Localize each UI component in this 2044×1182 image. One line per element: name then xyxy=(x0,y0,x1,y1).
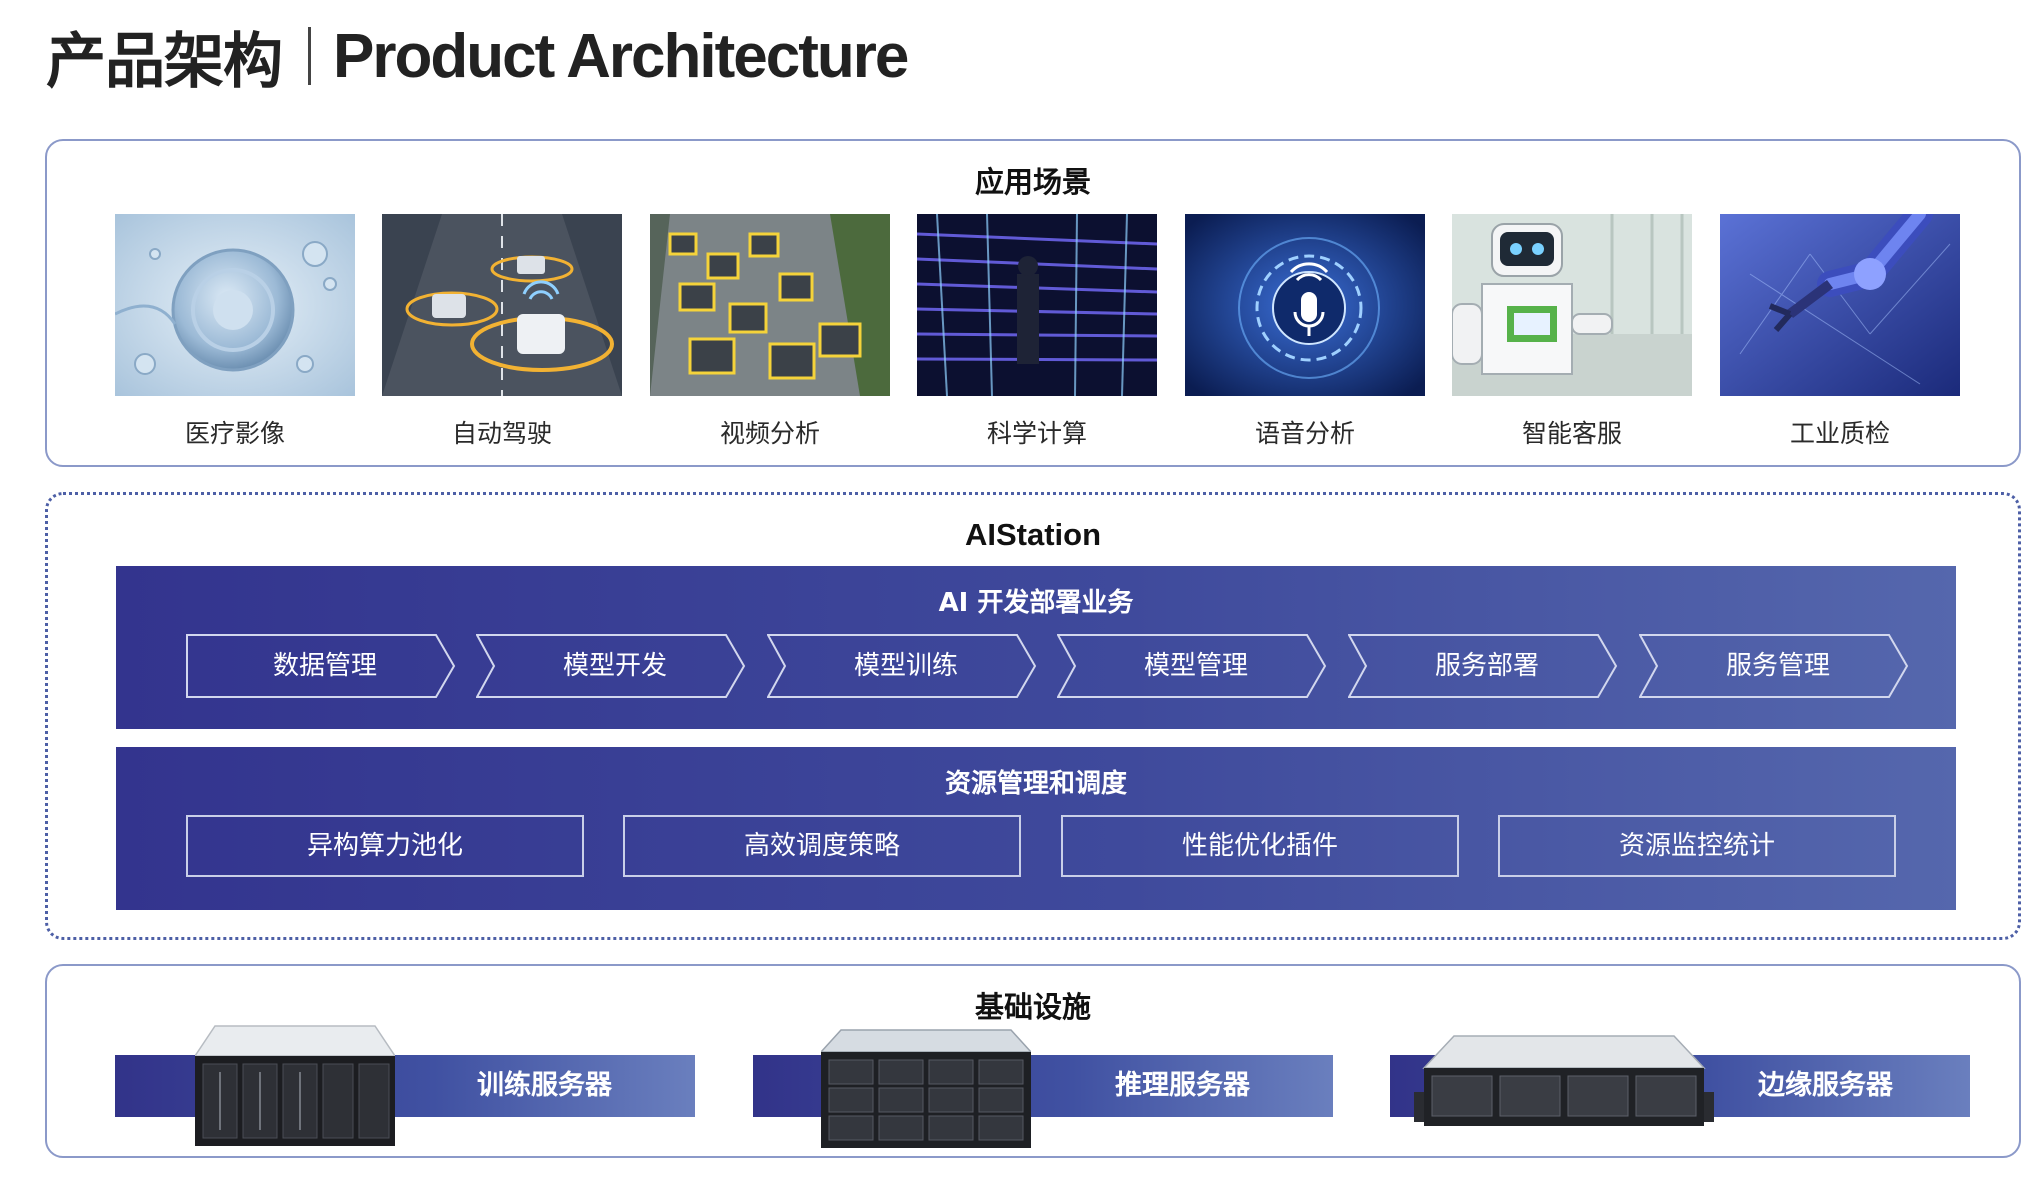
step-model-training: 模型训练 xyxy=(767,634,1037,698)
step-label: 模型管理 xyxy=(1143,651,1248,681)
ai-dev-deploy-band: AI 开发部署业务 数据管理 模型开发 模型训练 模型管理 xyxy=(116,566,1956,729)
industrial-robot-arm-photo xyxy=(1720,214,1960,396)
scene-label: 语音分析 xyxy=(1254,419,1355,448)
scene-item-autonomous-driving: 自动驾驶 xyxy=(382,214,622,450)
scene-item-video-analysis: 视频分析 xyxy=(650,214,890,450)
server-label: 边缘服务器 xyxy=(1758,1070,1893,1101)
chevron-outline xyxy=(476,634,746,698)
voice-analysis-photo xyxy=(1185,214,1425,396)
title-separator xyxy=(308,27,311,85)
smart-service-robot-photo xyxy=(1452,214,1692,396)
aistation-title: AIStation xyxy=(964,517,1102,552)
scene-item-medical-imaging: 医疗影像 xyxy=(115,214,355,450)
scene-item-voice-analysis: 语音分析 xyxy=(1185,214,1425,450)
step-data-management: 数据管理 xyxy=(186,634,456,698)
scene-label: 工业质检 xyxy=(1789,419,1890,448)
resource-management-title: 资源管理和调度 xyxy=(944,769,1127,799)
chevron-outline xyxy=(1348,634,1618,698)
step-service-management: 服务管理 xyxy=(1639,634,1909,698)
scene-label: 智能客服 xyxy=(1521,419,1622,448)
edge-server-image xyxy=(1414,1032,1714,1134)
server-label: 训练服务器 xyxy=(477,1070,612,1101)
page-title-en: Product Architecture xyxy=(333,21,909,91)
step-model-management: 模型管理 xyxy=(1057,634,1327,698)
resource-item-scheduling-strategy: 高效调度策略 xyxy=(623,815,1021,877)
scene-label: 科学计算 xyxy=(986,419,1087,448)
scene-label: 自动驾驶 xyxy=(451,419,552,448)
chevron-outline xyxy=(767,634,1037,698)
scene-label: 视频分析 xyxy=(719,419,820,448)
step-label: 服务管理 xyxy=(1725,651,1830,681)
scene-label: 医疗影像 xyxy=(184,419,285,448)
step-model-development: 模型开发 xyxy=(476,634,746,698)
video-analysis-photo xyxy=(650,214,890,396)
resource-management-band: 资源管理和调度 异构算力池化 高效调度策略 性能优化插件 资源监控统计 xyxy=(116,747,1956,910)
resource-item-performance-plugins: 性能优化插件 xyxy=(1061,815,1459,877)
inference-server-image xyxy=(819,1026,1033,1154)
chevron-outline xyxy=(1639,634,1909,698)
autonomous-driving-photo xyxy=(382,214,622,396)
step-label: 模型开发 xyxy=(562,651,667,681)
page-title: 产品架构 Product Architecture xyxy=(46,18,909,97)
infrastructure-title: 基础设施 xyxy=(974,990,1091,1024)
step-service-deployment: 服务部署 xyxy=(1348,634,1618,698)
resource-item-heterogeneous-pooling: 异构算力池化 xyxy=(186,815,584,877)
training-server-image xyxy=(193,1022,397,1154)
step-label: 数据管理 xyxy=(272,651,377,681)
server-label: 推理服务器 xyxy=(1115,1070,1250,1101)
scientific-computing-photo xyxy=(917,214,1157,396)
aistation-panel: AIStation AI 开发部署业务 数据管理 模型开发 模型训练 xyxy=(45,492,2021,940)
step-label: 模型训练 xyxy=(853,651,958,681)
scene-item-industrial-qa: 工业质检 xyxy=(1720,214,1960,450)
step-label: 服务部署 xyxy=(1434,651,1539,681)
infrastructure-panel: 基础设施 训练服务器 推理服务器 xyxy=(45,964,2021,1158)
scene-item-smart-service: 智能客服 xyxy=(1452,214,1692,450)
application-scenarios-panel: 应用场景 xyxy=(45,139,2021,467)
page-title-cn: 产品架构 xyxy=(46,26,283,97)
chevron-outline xyxy=(186,634,456,698)
scene-item-scientific-computing: 科学计算 xyxy=(917,214,1157,450)
resource-item-monitoring-stats: 资源监控统计 xyxy=(1498,815,1896,877)
medical-imaging-photo xyxy=(115,214,355,396)
application-scenarios-title: 应用场景 xyxy=(974,165,1091,199)
ai-dev-deploy-title: AI 开发部署业务 xyxy=(938,588,1134,618)
chevron-outline xyxy=(1057,634,1327,698)
